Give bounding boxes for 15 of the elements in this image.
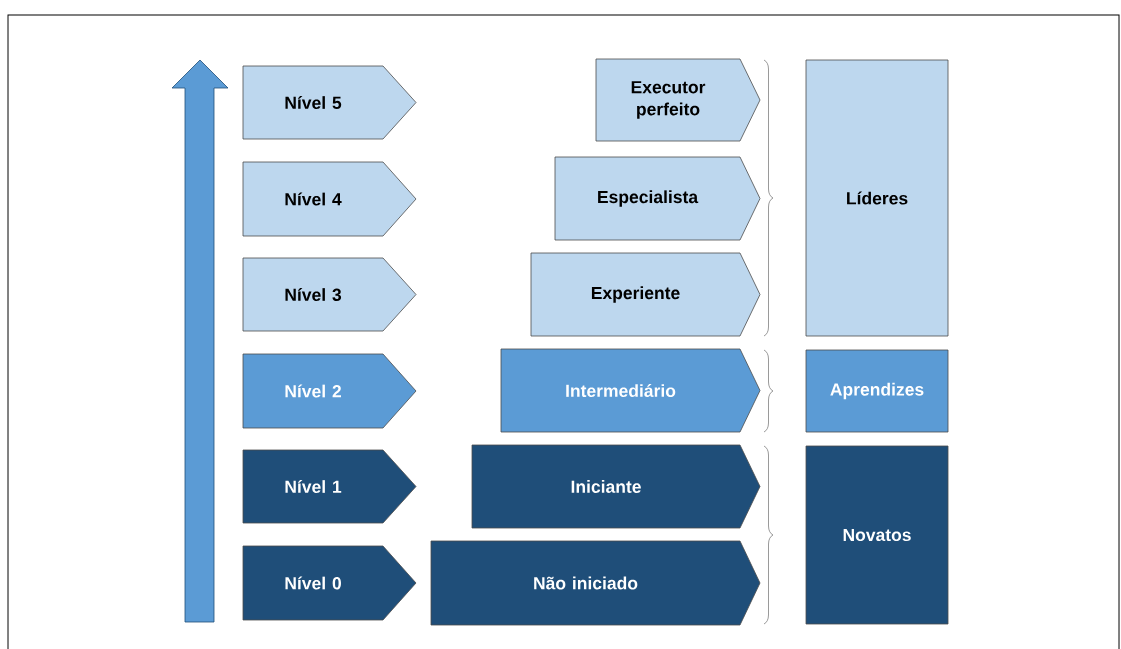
- level-tag: Nível 4: [242, 161, 417, 237]
- stage-tag: Intermediário: [500, 348, 761, 433]
- level-tag: Nível 3: [242, 257, 417, 332]
- level-tag: Nível 2: [242, 353, 417, 429]
- stage-tag: Iniciante: [471, 444, 761, 529]
- group-box: Novatos: [805, 445, 949, 625]
- stage-tag: Experiente: [530, 252, 761, 337]
- group-box: Aprendizes: [805, 349, 949, 433]
- stage-tag: Executor perfeito: [595, 58, 761, 142]
- stage-tag: Especialista: [554, 156, 761, 241]
- group-box: Líderes: [805, 59, 949, 337]
- level-tag: Nível 0: [242, 545, 417, 621]
- level-tag: Nível 1: [242, 449, 417, 524]
- level-tag: Nível 5: [242, 65, 417, 140]
- stage-tag: Não iniciado: [430, 540, 761, 626]
